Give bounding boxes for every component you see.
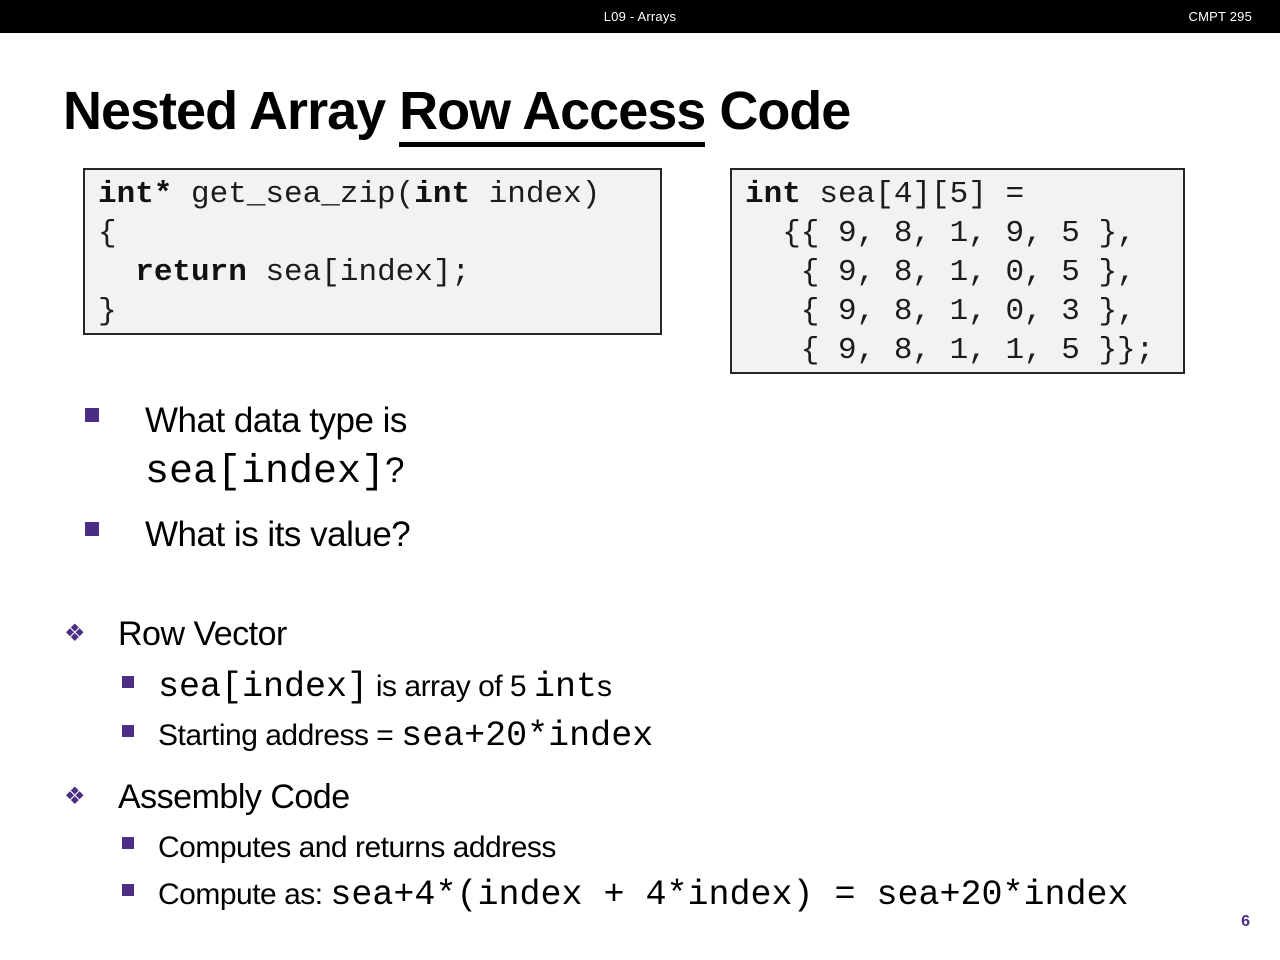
section-label: Row Vector (118, 615, 287, 653)
title-part-1: Nested Array (63, 81, 400, 141)
header-course-code: CMPT 295 (1188, 9, 1252, 24)
question-text: What data type is sea[index]? (145, 396, 407, 498)
square-bullet-icon (122, 884, 134, 896)
bullet-question-datatype: What data type is sea[index]? (85, 396, 407, 498)
page-number: 6 (1241, 913, 1250, 930)
square-bullet-icon (85, 408, 99, 422)
list-item-compute-as: Compute as: sea+4*(index + 4*index) = se… (122, 873, 1129, 917)
code-text: sea[index]; (246, 255, 471, 290)
bullet-question-value: What is its value? (85, 510, 411, 560)
keyword-return: return (135, 255, 247, 290)
header-lecture-title: L09 - Arrays (603, 9, 677, 24)
plain-text: s (596, 670, 612, 703)
question-line-1: What data type is (145, 401, 407, 440)
list-item-text: Starting address = sea+20*index (158, 714, 653, 758)
code-line: int sea[4][5] = (745, 175, 1183, 214)
square-bullet-icon (122, 676, 134, 688)
plain-text: Compute as: (158, 878, 331, 911)
page-title: Nested Array Row Access Code (63, 80, 851, 147)
question-line-2: sea[index]? (145, 446, 407, 498)
code-line: int* get_sea_zip(int index) (98, 175, 660, 214)
code-line: return sea[index]; (98, 253, 660, 292)
section-label: Assembly Code (118, 778, 350, 816)
square-bullet-icon (85, 522, 99, 536)
list-item-text: sea[index] is array of 5 ints (158, 665, 612, 709)
code-line: { 9, 8, 1, 0, 5 }, (745, 255, 1136, 290)
question-text: What is its value? (145, 515, 411, 554)
inline-code-address-formula: sea+20*index (401, 716, 654, 756)
inline-code-int: int (533, 667, 597, 707)
plain-text: is array of 5 (368, 670, 534, 703)
code-box-function: int* get_sea_zip(int index) { return sea… (83, 168, 662, 335)
inline-code-compute-formula: sea+4*(index + 4*index) = sea+20*index (330, 875, 1129, 915)
code-line: { 9, 8, 1, 0, 3 }, (745, 294, 1136, 329)
square-bullet-icon (122, 837, 134, 849)
code-line: { 9, 8, 1, 1, 5 }}; (745, 333, 1155, 368)
code-line: {{ 9, 8, 1, 9, 5 }, (745, 216, 1136, 251)
title-part-2: Code (705, 81, 851, 141)
list-item-text: Computes and returns address (158, 831, 556, 864)
code-line: } (98, 294, 117, 329)
code-text: sea[4][5] = (800, 177, 1025, 212)
list-item-row-size: sea[index] is array of 5 ints (122, 665, 612, 709)
plain-text: Starting address = (158, 719, 402, 752)
keyword-int-pointer: int* (98, 177, 173, 212)
code-text: index) (470, 177, 601, 212)
keyword-int: int (414, 177, 471, 212)
list-item-text: Compute as: sea+4*(index + 4*index) = se… (158, 873, 1129, 917)
diamond-bullet-icon: ❖ (64, 620, 86, 647)
diamond-bullet-icon: ❖ (64, 783, 86, 810)
code-text: get_sea_zip( (172, 177, 415, 212)
keyword-int: int (745, 177, 801, 212)
code-indent (98, 255, 135, 290)
code-box-array: int sea[4][5] = {{ 9, 8, 1, 9, 5 }, { 9,… (730, 168, 1185, 374)
inline-code-sea-index: sea[index] (158, 667, 369, 707)
section-row-vector: ❖ Row Vector (64, 611, 287, 657)
square-bullet-icon (122, 725, 134, 737)
list-item-start-address: Starting address = sea+20*index (122, 714, 653, 758)
inline-code-sea-index: sea[index] (145, 450, 386, 495)
title-underlined-text: Row Access (399, 81, 706, 147)
slide-header: L09 - Arrays CMPT 295 (0, 0, 1280, 33)
list-item-computes-address: Computes and returns address (122, 826, 556, 870)
question-mark: ? (385, 451, 405, 490)
section-assembly-code: ❖ Assembly Code (64, 774, 350, 820)
code-line: { (98, 216, 117, 251)
